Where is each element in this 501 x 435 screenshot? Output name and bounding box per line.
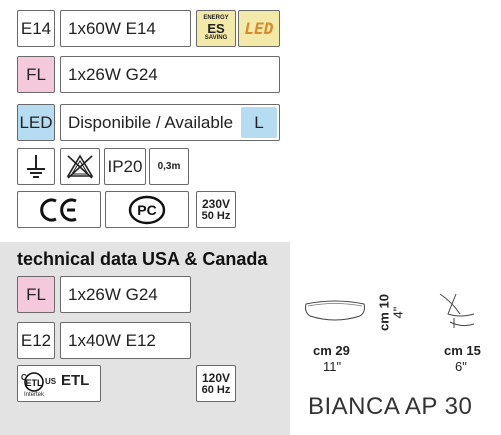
height-cm: cm 10 [376,294,392,331]
model-name: BIANCA AP 30 [308,393,473,420]
no-insulation-cover-icon [60,148,100,185]
energy-bottom-text: SAVING [204,35,228,41]
usa-bulb-spec-fl: 1x26W G24 [60,276,191,313]
cert-intertek-text: Intertek [24,391,45,398]
usa-canada-heading: technical data USA & Canada [17,249,268,269]
svg-text:ETL: ETL [26,378,44,388]
min-distance-icon: 0,3m [149,148,189,185]
voltage-eu-line1: 230V [201,196,231,211]
width-in: 11" [323,359,342,374]
ce-mark-icon [17,191,101,228]
bulb-type-fl-label: FL [17,56,55,93]
width-cm: cm 29 [313,343,350,358]
gost-mark-icon: PC [105,191,189,228]
bulb-type-led-label: LED [17,104,55,141]
voltage-eu-badge: 230V 50 Hz [196,191,236,228]
svg-text:PC: PC [137,202,156,218]
cert-us-text: US [45,376,57,386]
height-in: 4" [390,306,406,319]
voltage-us-badge: 120V 60 Hz [196,365,236,402]
depth-in: 6" [455,359,467,374]
side-view-drawing [439,293,475,328]
depth-cm: cm 15 [444,343,481,358]
cert-c-text: C [21,372,27,382]
voltage-us-line1: 120V [201,370,231,385]
energy-class-badge: L [241,107,277,138]
front-view-drawing [305,300,365,321]
cert-etl-text: ETL [61,371,90,389]
usa-bulb-type-e12-label: E12 [17,322,55,359]
energy-saving-icon: ENERGY ES SAVING [196,10,236,47]
bulb-type-e14-label: E14 [17,10,55,47]
usa-bulb-spec-e12: 1x40W E12 [60,322,191,359]
usa-bulb-type-fl-label: FL [17,276,55,313]
voltage-us-line2: 60 Hz [201,383,231,396]
min-distance-text: 0,3m [157,161,181,172]
led-compatible-icon: LED [238,10,280,47]
bulb-spec-e14: 1x60W E14 [60,10,191,47]
energy-top-text: ENERGY [203,15,229,21]
ground-icon [17,148,55,185]
led-text: LED [244,19,274,38]
etl-listed-mark: ETL C US ETL Intertek [17,365,101,402]
energy-es-text: ES [207,21,225,36]
ip-rating-icon: IP20 [104,148,146,185]
bulb-spec-fl: 1x26W G24 [60,56,280,93]
voltage-eu-line2: 50 Hz [201,209,231,222]
ip-rating-text: IP20 [107,156,143,176]
